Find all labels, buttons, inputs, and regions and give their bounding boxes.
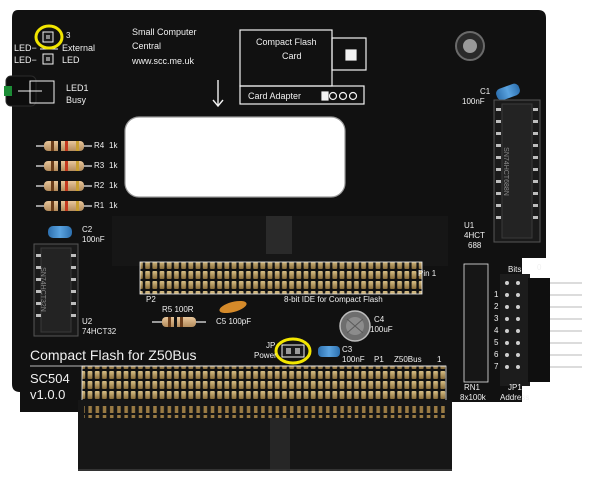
led1-ref: LED1: [66, 83, 89, 93]
jp2-ref: JP: [266, 341, 276, 350]
jp1-ref: JP1: [508, 383, 522, 392]
resistor-ref: R1: [94, 201, 105, 210]
u2-chip-marking: SN74HCT32N: [38, 267, 46, 312]
bit-number: 2: [494, 302, 499, 311]
pcb-board: [12, 10, 546, 412]
c3-ref: C3: [342, 345, 353, 354]
rn1-ref: RN1: [464, 383, 481, 392]
c1-ref: C1: [480, 87, 491, 96]
maker-website: www.scc.me.uk: [132, 56, 195, 66]
arrow-down-icon: [212, 80, 224, 108]
ic-u1: [501, 103, 533, 239]
resistor-ref: R3: [94, 161, 105, 170]
z50bus-pins: [82, 366, 446, 402]
resistor-value: 1k: [109, 201, 118, 210]
jp2-power-header: [281, 344, 305, 358]
c3-value: 100nF: [342, 355, 365, 364]
cf-card-label-line2: Card: [282, 51, 302, 61]
bit-number: 1: [494, 290, 499, 299]
resistor-value: 1k: [109, 141, 118, 150]
c1-value: 100nF: [462, 97, 485, 106]
c4-value: 100uF: [370, 325, 393, 334]
resistor-value: 1k: [109, 161, 118, 170]
external-led-label-line1: External: [62, 43, 96, 53]
bit-0-label: 0: [537, 263, 542, 272]
maker-name-line1: Small Computer: [132, 27, 197, 37]
bit-number: 6: [494, 350, 499, 359]
cf-card-graphic: [239, 29, 367, 105]
bits-label: Bits: [508, 265, 522, 274]
bit-number: 3: [494, 314, 499, 323]
capacitor-c1: [496, 83, 520, 101]
highlight-circle-jp3: [34, 24, 64, 50]
resistor-network-rn1: [463, 263, 489, 383]
maker-name-line2: Central: [132, 41, 162, 51]
z50bus-label: Z50Bus: [394, 355, 422, 364]
rn1-value: 8x100k: [460, 393, 486, 402]
bit-number: 7: [494, 362, 499, 371]
cf-cutout: [124, 116, 346, 198]
cf-card-label-line1: Compact Flash: [256, 37, 317, 47]
bit-number: 5: [494, 338, 499, 347]
u1-part-line2: 688: [468, 241, 482, 250]
led-minus-label-top: LED−: [14, 43, 37, 53]
ide-label: 8-bit IDE for Compact Flash: [284, 295, 383, 304]
u2-ref: U2: [82, 317, 93, 326]
ide-pin1-label: Pin 1: [418, 269, 437, 278]
bit-number: 4: [494, 326, 499, 335]
c2-value: 100nF: [82, 235, 105, 244]
highlight-circle-jp2: [274, 337, 312, 365]
p1-pin1-label: 1: [437, 355, 442, 364]
jp1-address-label: Address: [500, 393, 530, 402]
u1-ref: U1: [464, 221, 475, 230]
jp1-address-header: [500, 274, 582, 386]
resistor-value: 1k: [109, 181, 118, 190]
r5-label: R5 100R: [162, 305, 194, 314]
board-model: SC504: [30, 371, 70, 386]
card-adapter-label: Card Adapter: [248, 91, 302, 101]
capacitor-c4: [339, 310, 371, 342]
u1-chip-marking: SN74HCT688N: [501, 147, 509, 196]
p1-ref: P1: [374, 355, 384, 364]
board-version: v1.0.0: [30, 387, 66, 402]
board-title: Compact Flash for Z50Bus: [30, 347, 197, 363]
u2-part: 74HCT32: [82, 327, 117, 336]
c2-ref: C2: [82, 225, 93, 234]
resistor-ref: R2: [94, 181, 105, 190]
u1-part-line1: 4HCT: [464, 231, 485, 240]
p2-ref: P2: [146, 295, 156, 304]
led1-busy: Busy: [66, 95, 87, 105]
led-minus-label-bottom: LED−: [14, 55, 37, 65]
capacitor-c5: [219, 300, 247, 314]
capacitor-c2: [48, 226, 72, 238]
resistor-array-r1-r4: [36, 141, 92, 211]
external-led-label-line2: LED: [62, 55, 80, 65]
c5-label: C5 100pF: [216, 317, 252, 326]
resistor-ref: R4: [94, 141, 105, 150]
capacitor-c3: [318, 346, 340, 357]
resistor-r5: [152, 317, 206, 327]
jp3-number: 3: [66, 31, 71, 40]
jp2-power-label: Power: [254, 351, 277, 360]
ide-header-pins: [140, 262, 422, 294]
c4-ref: C4: [374, 315, 385, 324]
